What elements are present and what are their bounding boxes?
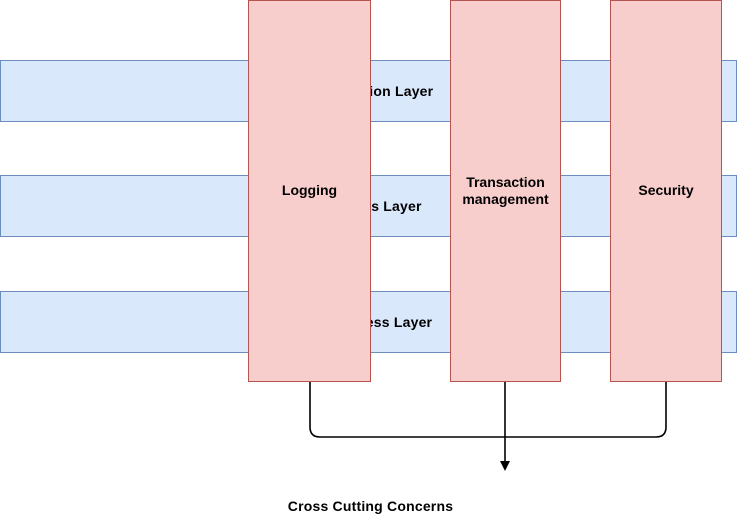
arrow-head-icon: [500, 461, 510, 471]
connector-logging: [309, 382, 505, 438]
connector-security: [505, 382, 667, 438]
concern-label-transaction-management: Transaction management: [462, 173, 549, 208]
concern-box-transaction-management[interactable]: Transaction management: [450, 0, 561, 382]
concern-box-security[interactable]: Security: [610, 0, 722, 382]
concern-box-logging[interactable]: Logging: [248, 0, 371, 382]
cross-cutting-concerns-caption: Cross Cutting Concerns: [287, 498, 454, 514]
concern-label-logging: Logging: [281, 182, 338, 199]
concern-label-security: Security: [638, 182, 694, 199]
